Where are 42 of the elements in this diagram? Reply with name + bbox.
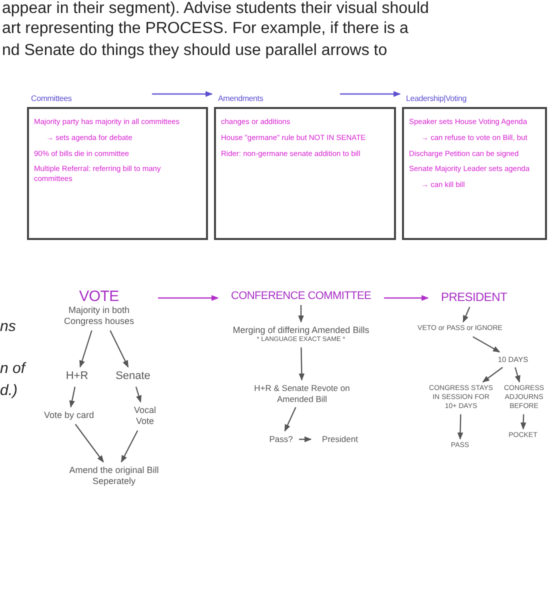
step-note: Majority in both Congress houses — [62, 305, 136, 328]
paragraph-text: n of — [0, 360, 26, 377]
step-note: Merging of differing Amended Bills — [232, 325, 370, 336]
arrow — [482, 366, 503, 382]
paragraph-text: art representing the PROCESS. For example, if there is a — [2, 20, 408, 38]
step-note: Senate — [114, 370, 152, 384]
arrow — [340, 91, 401, 97]
paragraph-text: d.) — [0, 382, 18, 399]
step-note: Vote by card — [42, 410, 96, 422]
arrow — [298, 347, 305, 381]
arrow — [520, 414, 526, 430]
step-note: Pass? — [268, 434, 294, 445]
arrow — [120, 430, 138, 463]
step-heading: CONFERENCE COMMITTEE — [230, 290, 372, 302]
arrow — [79, 330, 92, 368]
arrow — [158, 295, 219, 301]
step-heading: PRESIDENT — [440, 290, 508, 304]
arrow — [135, 386, 142, 403]
arrow — [69, 386, 76, 408]
step-note: President — [321, 434, 359, 445]
step-note: Amend the original Bill Seperately — [68, 465, 160, 488]
arrow — [299, 436, 312, 442]
paragraph-text: ns — [0, 318, 16, 335]
arrow — [462, 306, 470, 323]
step-heading: VOTE — [78, 288, 120, 305]
arrow — [472, 336, 500, 353]
arrow — [514, 367, 520, 383]
paragraph-text: appear in their segment). Advise students their visual should — [2, 0, 429, 18]
arrow — [110, 330, 129, 368]
arrow — [457, 414, 464, 440]
arrow — [384, 295, 429, 301]
arrow — [284, 407, 296, 432]
arrow — [152, 91, 213, 97]
section-heading: Committees — [31, 94, 72, 103]
step-note: Vocal Vote — [132, 405, 158, 428]
step-note: H+R — [64, 370, 90, 384]
paragraph-text: nd Senate do things they should use parallel arrows to — [2, 42, 388, 60]
section-heading: Leadership|Voting — [406, 94, 467, 103]
step-note: H+R & Senate Revote on Amended Bill — [253, 383, 351, 404]
arrow — [74, 424, 104, 463]
arrow — [298, 305, 304, 323]
section-heading: Amendments — [218, 94, 264, 103]
